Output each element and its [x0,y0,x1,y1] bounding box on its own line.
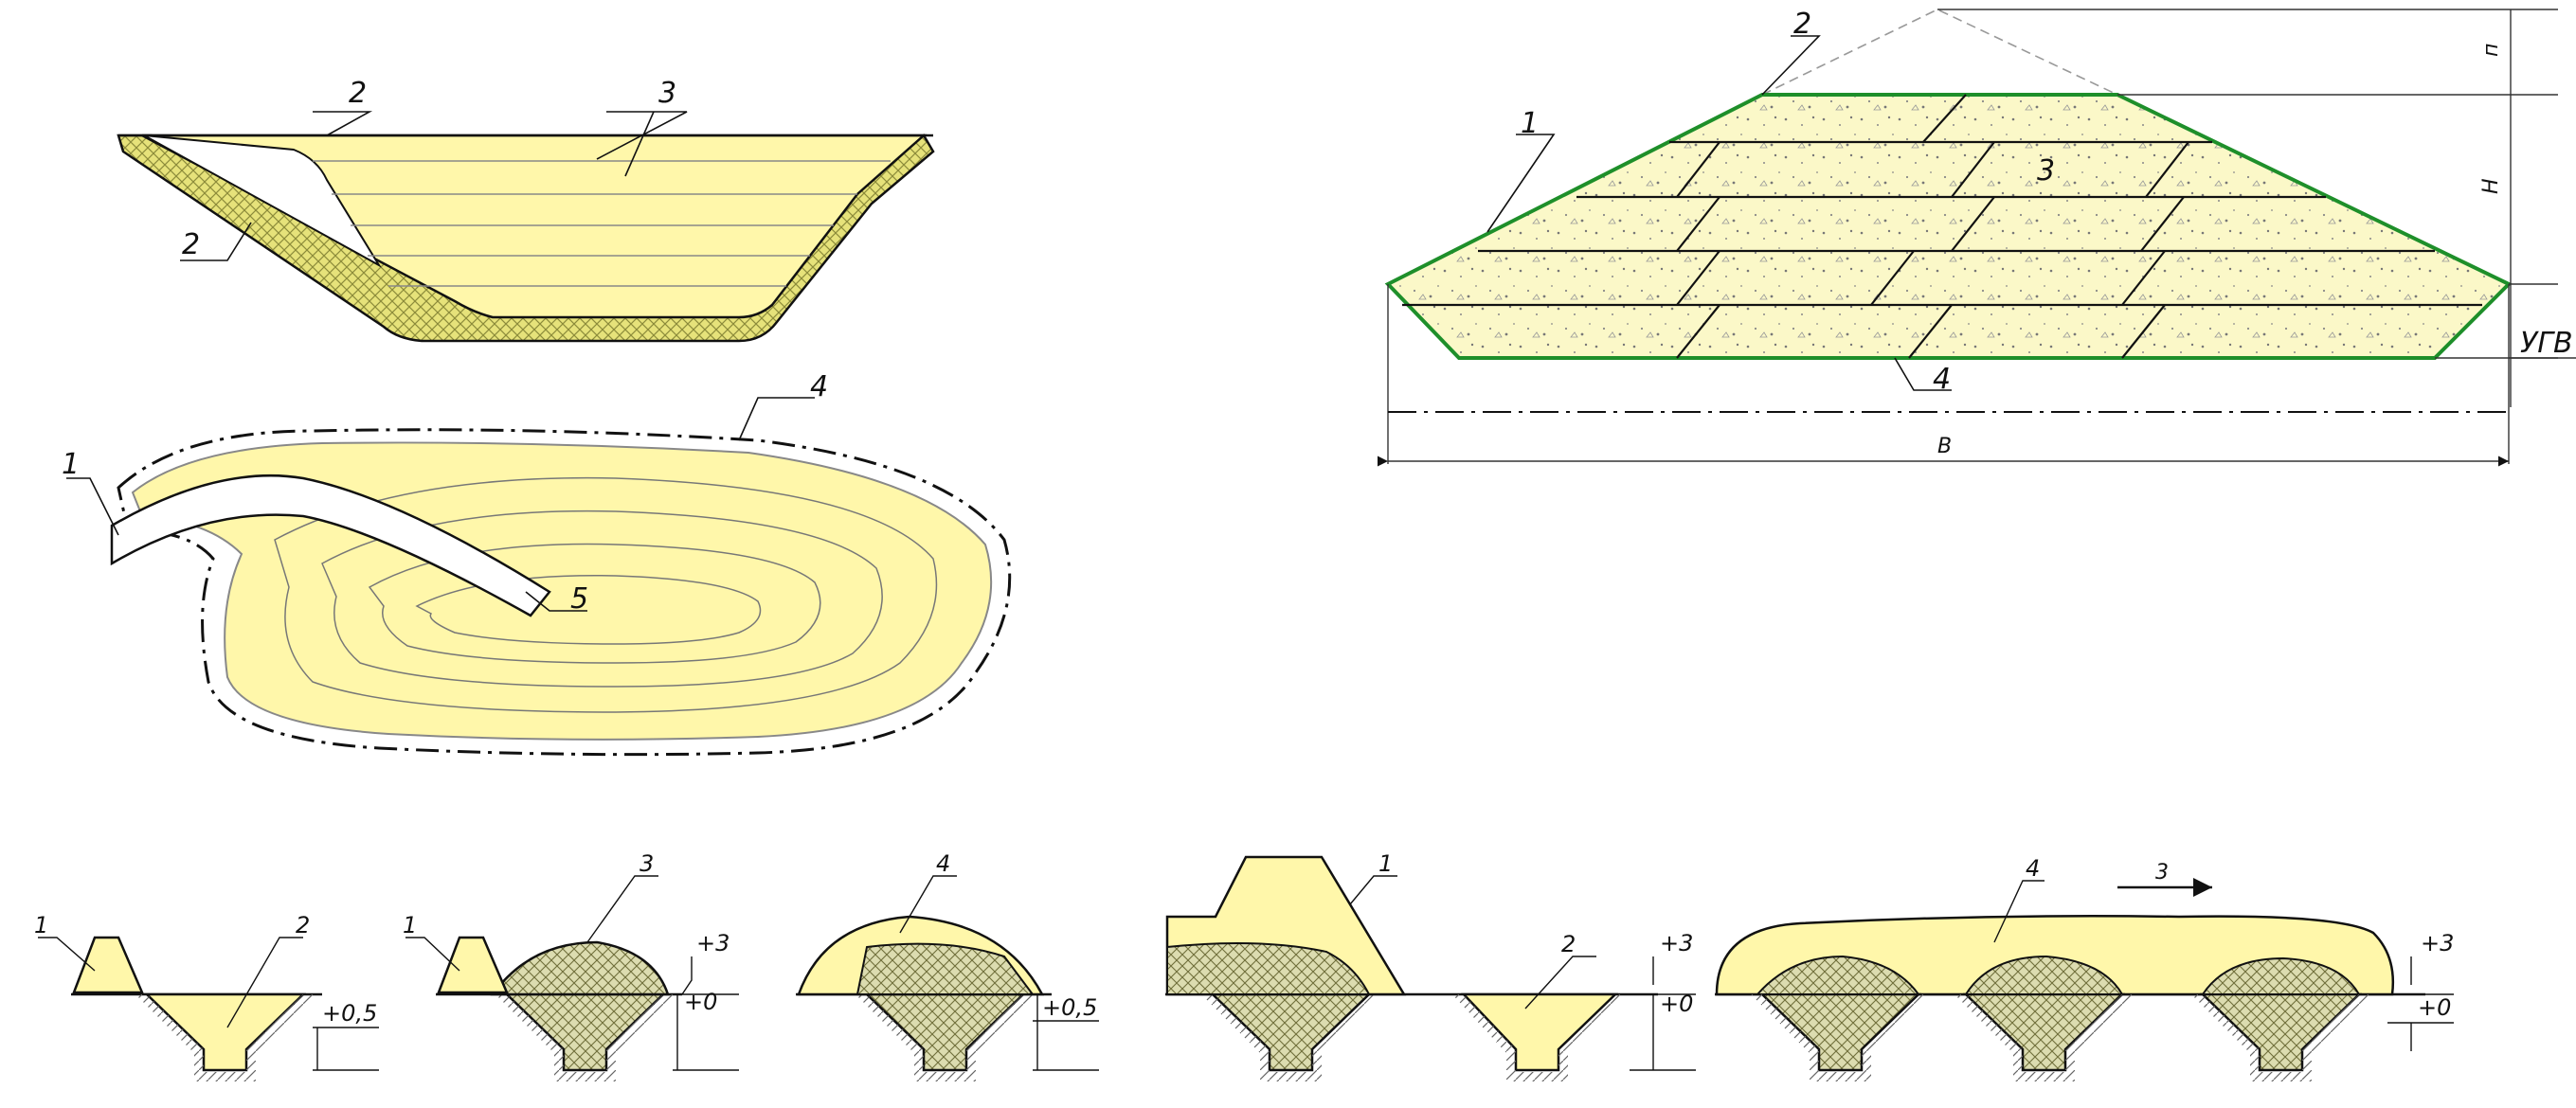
p2-label-1: 1 [403,912,417,938]
fig-a-label-side: 2 [182,228,200,261]
fig-d-panel-5: 4 3 +3 +0 [1715,855,2454,1081]
p3-label-4: 4 [936,850,950,877]
p2-mark-base: +0 [684,989,717,1015]
fig-b-label-end: 5 [570,582,588,616]
p5-label-4: 4 [2026,855,2040,882]
p1-mark: +0,5 [322,1000,377,1027]
p4-mark-base: +0 [1660,991,1693,1017]
fig-d-panel-2: 1 3 +3 +0 [403,850,739,1081]
sand-fill [141,134,928,319]
p2-label-3: 3 [639,850,654,877]
fig-a-label-top: 2 [349,77,367,110]
layer-lines [313,160,891,287]
p5-mark-base: +0 [2418,994,2451,1021]
dim-h: H [2479,178,2503,194]
p3-mark: +0,5 [1042,994,1097,1021]
fig-c-label-1: 1 [1521,107,1539,140]
p4-mark-top: +3 [1660,930,1693,956]
p5-mark-top: +3 [2421,930,2454,956]
dim-ugv: УГВ [2520,327,2573,360]
embankment-layers [1402,94,2482,359]
p1-label-2: 2 [296,912,310,938]
plan-boundary [117,428,1012,757]
clay-layer [117,134,935,343]
p4-label-2: 2 [1561,931,1576,957]
p2-mark-top: +3 [696,930,730,956]
fig-b-plan: 4 1 5 [62,370,1012,757]
p5-label-direction: 3 [2155,861,2169,885]
p1-label-1: 1 [34,912,48,938]
fig-b-label-boundary: 4 [810,370,828,403]
fig-c-label-4: 4 [1933,363,1951,396]
fig-a-section: 2 3 2 [117,77,935,343]
p4-label-1: 1 [1378,850,1393,877]
fig-d-panel-1: 1 2 +0,5 [34,912,379,1081]
contours [274,476,938,713]
fig-a-label-layers: 3 [658,77,676,110]
fig-d-panel-3: 4 +0,5 [796,850,1099,1081]
dim-n: п [2479,44,2503,57]
dim-b: В [1937,435,1952,458]
fig-b-label-chute: 1 [62,448,80,481]
fig-c-embankment: п H УГВ В 2 1 3 4 [1377,8,2576,467]
void-wedge [143,134,382,268]
fig-d-panel-4: 1 2 +3 +0 [1165,850,1696,1081]
fig-c-label-3: 3 [2037,154,2055,188]
embankment-body [1384,93,2513,360]
fig-c-label-2: 2 [1793,8,1811,41]
